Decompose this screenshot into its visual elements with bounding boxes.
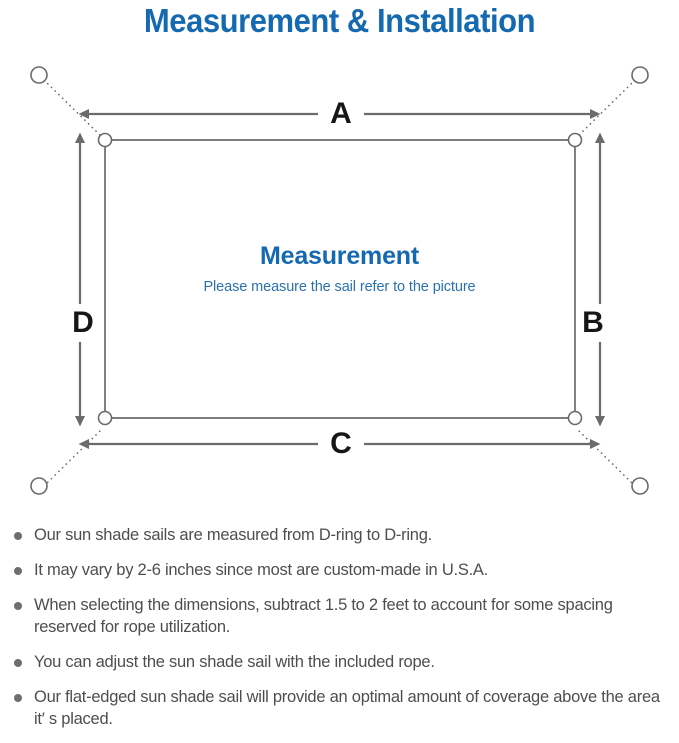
notes-list: Our sun shade sails are measured from D-…: [0, 524, 679, 743]
rope-line-top-right: [577, 79, 636, 137]
bullet-icon: [14, 694, 22, 702]
anchor-points: [30, 66, 649, 495]
sail-body: [104, 139, 576, 419]
sail-center-title: Measurement: [260, 242, 419, 270]
note-item: Our sun shade sails are measured from D-…: [0, 524, 679, 546]
note-item: Our flat-edged sun shade sail will provi…: [0, 686, 679, 730]
rope-line-top-left: [43, 79, 102, 137]
dimension-label-d: D: [66, 304, 100, 342]
measurement-diagram: A B C D Measurement Please measure the s…: [0, 48, 679, 518]
rope-line-bottom-left: [43, 429, 102, 487]
bullet-icon: [14, 602, 22, 610]
dimension-label-c: C: [318, 428, 364, 460]
diagram-svg: [30, 66, 649, 495]
note-text: Our sun shade sails are measured from D-…: [34, 526, 432, 544]
note-item: When selecting the dimensions, subtract …: [0, 594, 679, 638]
dimension-label-b: B: [576, 304, 610, 342]
anchor-point-bottom-right: [631, 477, 649, 495]
d-rings: [97, 132, 583, 426]
d-ring-bottom-left: [97, 410, 113, 426]
dimension-label-a: A: [318, 98, 364, 130]
note-text: It may vary by 2-6 inches since most are…: [34, 561, 489, 579]
rope-line-bottom-right: [577, 429, 636, 487]
sail-center-labels: Measurement Please measure the sail refe…: [0, 240, 679, 297]
anchor-point-top-right: [631, 66, 649, 84]
note-text: Our flat-edged sun shade sail will provi…: [34, 688, 660, 728]
bullet-icon: [14, 532, 22, 540]
note-item: It may vary by 2-6 inches since most are…: [0, 559, 679, 581]
page-title: Measurement & Installation: [143, 2, 536, 39]
bullet-icon: [14, 659, 22, 667]
anchor-point-top-left: [30, 66, 48, 84]
note-text: When selecting the dimensions, subtract …: [34, 596, 613, 636]
sail-center-subtitle: Please measure the sail refer to the pic…: [203, 279, 476, 295]
d-ring-top-left: [97, 132, 113, 148]
bullet-icon: [14, 567, 22, 575]
anchor-point-bottom-left: [30, 477, 48, 495]
d-ring-top-right: [567, 132, 583, 148]
note-text: You can adjust the sun shade sail with t…: [34, 653, 435, 671]
note-item: You can adjust the sun shade sail with t…: [0, 651, 679, 673]
d-ring-bottom-right: [567, 410, 583, 426]
